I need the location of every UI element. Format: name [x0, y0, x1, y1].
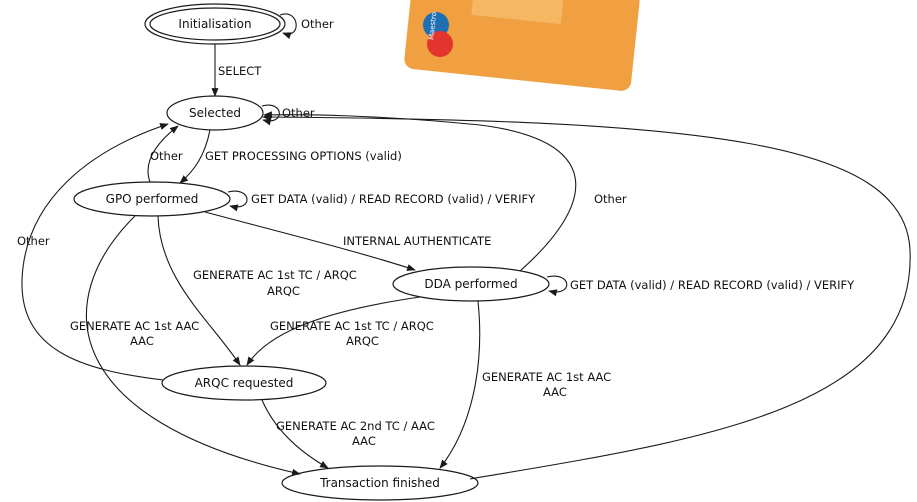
node-initialisation: Initialisation — [144, 3, 286, 45]
node-initialisation-label: Initialisation — [178, 17, 251, 31]
edge-dda-to-finished — [439, 300, 481, 469]
edge-arqc-2nd-label-1: GENERATE AC 2nd TC / AAC — [276, 419, 435, 433]
edge-gpo-self-label: GET DATA (valid) / READ RECORD (valid) /… — [251, 192, 536, 206]
edge-gpo-to-selected — [147, 125, 179, 183]
maestro-card-image: Maestro — [404, 0, 640, 91]
node-finished-label: Transaction finished — [319, 476, 440, 490]
edge-arqc-to-selected — [21, 123, 169, 381]
edge-dda-to-selected — [263, 111, 577, 272]
edge-selected-self — [261, 104, 280, 126]
edge-gpo-gen-ac-label-1: GENERATE AC 1st TC / ARQC — [193, 268, 357, 282]
node-selected-label: Selected — [189, 106, 241, 120]
edge-internal-authenticate — [204, 211, 416, 271]
edge-dda-aac-label-2: AAC — [543, 385, 567, 399]
edge-get-processing-options — [179, 129, 211, 184]
edge-dda-to-arqc — [246, 296, 421, 366]
edge-gpo-to-finished — [85, 215, 301, 476]
edge-arqc-to-finished — [261, 399, 329, 469]
edge-finished-to-selected — [262, 113, 911, 480]
node-dda-performed: DDA performed — [392, 266, 550, 302]
edge-gpo-aac-label-2: AAC — [130, 334, 154, 348]
edge-dda-aac-label-1: GENERATE AC 1st AAC — [482, 370, 611, 384]
edge-dda-gen-ac-label-1: GENERATE AC 1st TC / ARQC — [270, 319, 434, 333]
edge-gpo-options-label: GET PROCESSING OPTIONS (valid) — [205, 149, 402, 163]
node-dda-label: DDA performed — [424, 277, 517, 291]
edge-internal-auth-label: INTERNAL AUTHENTICATE — [343, 234, 491, 248]
edge-dda-self-label: GET DATA (valid) / READ RECORD (valid) /… — [570, 278, 855, 292]
edge-select-label: SELECT — [218, 64, 262, 78]
edge-gpo-aac-label-1: GENERATE AC 1st AAC — [70, 319, 199, 333]
edge-arqc-2nd-label-2: AAC — [352, 434, 376, 448]
edge-init-self — [279, 13, 297, 40]
edge-gpo-other-label: Other — [150, 149, 183, 163]
edge-gpo-gen-ac-label-2: ARQC — [267, 284, 300, 298]
node-arqc-requested: ARQC requested — [161, 365, 327, 401]
node-gpo-performed: GPO performed — [73, 181, 231, 217]
edge-dda-gen-ac-label-2: ARQC — [346, 334, 379, 348]
node-selected: Selected — [166, 95, 264, 131]
edge-dda-other-label: Other — [594, 192, 627, 206]
edge-init-other-label: Other — [301, 17, 334, 31]
node-arqc-label: ARQC requested — [195, 376, 294, 390]
edge-arqc-other-label: Other — [17, 234, 50, 248]
node-transaction-finished: Transaction finished — [281, 465, 479, 501]
edge-selected-other-label: Other — [282, 106, 315, 120]
edge-dda-self — [546, 275, 568, 297]
edge-gpo-self — [227, 190, 248, 212]
card-brand: Maestro — [427, 12, 438, 41]
edge-gpo-to-arqc — [157, 215, 241, 366]
node-gpo-label: GPO performed — [106, 192, 199, 206]
